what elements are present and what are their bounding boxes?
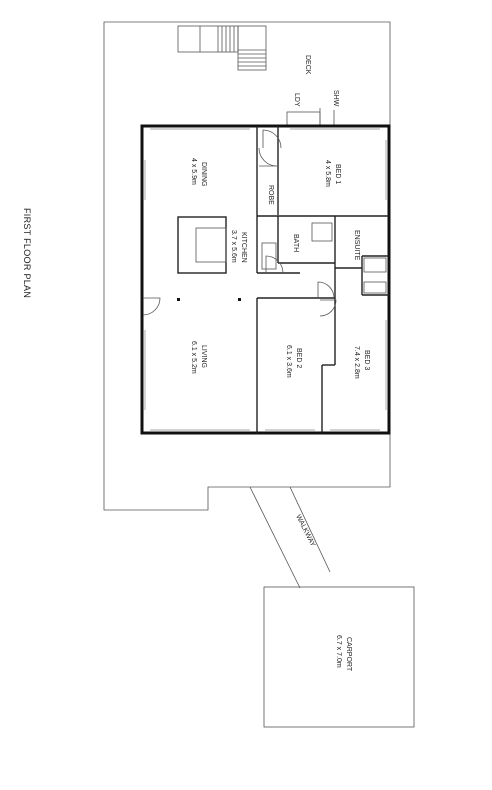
- label-kitchen-size: 3.7 x 5.6m: [230, 230, 237, 263]
- label-bed1-name: BED 1: [334, 164, 341, 184]
- label-carport-size: 6.7 x 7.0m: [335, 635, 342, 668]
- column-marks: [177, 298, 241, 301]
- carport-outline: [263, 586, 415, 728]
- plan-title: FIRST FLOOR PLAN: [22, 208, 32, 298]
- label-bed3-size: 7.4 x 2.8m: [353, 346, 360, 379]
- label-bed2-name: BED 2: [295, 348, 302, 368]
- label-bath: BATH: [292, 234, 299, 252]
- label-dining-size: 4 x 5.9m: [190, 158, 197, 185]
- label-ensuite: ENSUITE: [353, 230, 360, 261]
- label-ldy: LDY: [293, 93, 300, 107]
- label-robe: ROBE: [267, 185, 274, 205]
- label-carport-name: CARPORT: [345, 637, 352, 672]
- deck-stairs: [177, 25, 267, 71]
- label-dining-name: DINING: [200, 162, 207, 187]
- label-bed1-size: 4 x 5.8m: [324, 160, 331, 187]
- laundry-shower-box: [286, 108, 335, 127]
- windows: [144, 128, 387, 431]
- walkway-path: [249, 486, 331, 589]
- label-bed3-name: BED 3: [363, 350, 370, 370]
- deck-outline: [103, 21, 391, 511]
- label-living-name: LIVING: [200, 345, 207, 368]
- kitchen-island: [177, 216, 227, 274]
- label-kitchen-name: KITCHEN: [240, 232, 247, 263]
- interior-walls: [256, 126, 389, 433]
- label-shw: SHW: [332, 90, 339, 107]
- label-bed2-size: 6.1 x 3.6m: [285, 345, 292, 378]
- house-outer-wall: [140, 124, 391, 435]
- label-deck: DECK: [304, 55, 311, 75]
- door-swings: [142, 129, 337, 317]
- label-living-size: 6.1 x 5.2m: [190, 341, 197, 374]
